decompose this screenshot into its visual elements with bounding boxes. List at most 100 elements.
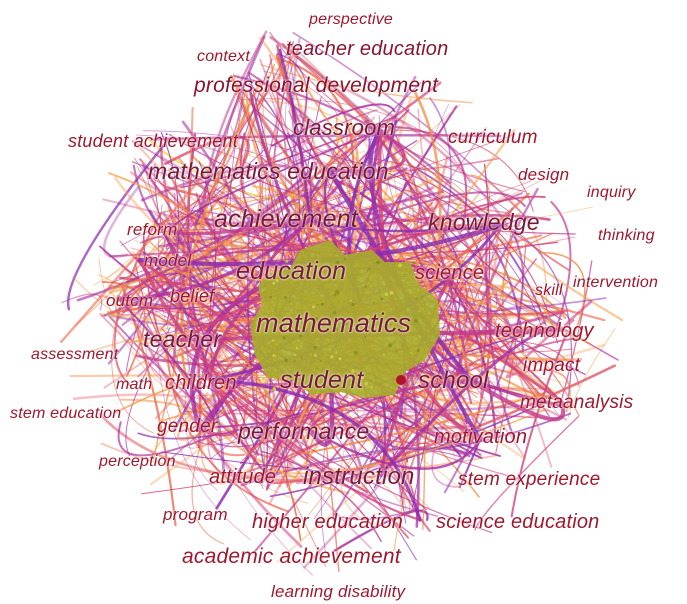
term-science-education: science education (436, 511, 600, 533)
core-speckle (282, 378, 286, 382)
core-speckle (272, 281, 276, 285)
core-speckle (366, 314, 370, 319)
network-edge (286, 132, 313, 221)
network-edge (437, 283, 606, 322)
core-speckle (384, 292, 389, 297)
core-speckle (335, 351, 338, 354)
network-edge (501, 222, 573, 408)
network-edge (559, 260, 593, 405)
term-instruction: instruction (303, 463, 415, 490)
network-edge (119, 240, 512, 478)
network-edge (281, 42, 570, 272)
core-speckle (384, 325, 388, 329)
term-professional-development: professional development (194, 74, 439, 97)
core-speckle (286, 326, 290, 329)
network-edge (266, 409, 545, 474)
network-edge (232, 72, 357, 227)
core-speckle (286, 330, 288, 333)
term-classroom: classroom (293, 115, 396, 140)
term-intervention: intervention (573, 274, 659, 291)
core-speckle (370, 385, 373, 389)
core-speckle (290, 309, 292, 312)
network-edge-accent (208, 378, 422, 522)
network-edge (209, 371, 246, 457)
core-speckle (398, 263, 402, 268)
core-speckle (275, 278, 279, 282)
core-speckle (334, 327, 339, 332)
network-edge (402, 283, 556, 337)
network-edge (263, 70, 340, 118)
core-speckle (288, 300, 291, 303)
network-edge (510, 332, 568, 518)
core-speckle (421, 376, 425, 379)
core-speckle (416, 349, 420, 352)
term-motivation: motivation (434, 426, 528, 448)
network-edge (100, 442, 500, 478)
term-attitude: attitude (209, 466, 277, 488)
network-edge (271, 66, 311, 101)
core-speckle (269, 295, 273, 299)
network-edge (489, 240, 525, 353)
network-edge (403, 211, 468, 389)
term-achievement: achievement (214, 205, 358, 233)
network-edge (111, 218, 268, 290)
term-thinking: thinking (598, 227, 655, 244)
hub-node (396, 375, 406, 385)
network-edge (538, 251, 586, 339)
network-edge (137, 166, 327, 567)
network-edge (60, 51, 297, 343)
core-speckle (404, 385, 406, 388)
core-speckle (363, 320, 366, 323)
term-knowledge: knowledge (428, 209, 540, 235)
core-speckle (329, 355, 334, 359)
term-stem-experience: stem experience (458, 469, 601, 490)
network-edge (364, 120, 470, 385)
network-edge (108, 225, 496, 258)
core-speckle (338, 357, 342, 361)
term-student: student (280, 366, 364, 394)
term-curriculum: curriculum (448, 127, 538, 148)
network-edge (368, 157, 516, 218)
network-edge (364, 129, 534, 212)
core-speckle (313, 353, 317, 357)
core-speckle (395, 350, 398, 353)
core-speckle (332, 310, 337, 315)
term-school: school (418, 367, 489, 394)
network-edge (220, 380, 373, 550)
term-higher-education: higher education (252, 511, 404, 533)
term-education: education (236, 257, 347, 285)
network-edge (382, 373, 428, 473)
network-edge-accent (198, 378, 238, 437)
network-edge (491, 229, 502, 276)
network-edge (161, 451, 361, 476)
core-speckle (366, 269, 369, 272)
core-speckle (404, 363, 406, 365)
network-edge (111, 287, 155, 434)
network-edge-accent (458, 438, 482, 488)
network-edge (117, 421, 219, 457)
network-edge (139, 341, 415, 537)
core-speckle (414, 319, 418, 323)
network-edge-accent (118, 218, 312, 302)
network-edge (512, 369, 571, 413)
term-teacher-education: teacher education (286, 38, 449, 60)
core-speckle (389, 323, 392, 326)
term-outcm: outcm (106, 291, 154, 310)
term-design: design (518, 165, 570, 184)
network-edge (550, 200, 572, 339)
core-speckle (318, 345, 320, 347)
network-edge (341, 508, 417, 521)
core-speckle (320, 360, 323, 363)
core-speckle (262, 377, 265, 380)
term-mathematics: mathematics (256, 308, 412, 338)
network-edge (108, 315, 257, 455)
network-edge (150, 134, 502, 141)
network-edge (485, 217, 516, 440)
network-edge (345, 416, 420, 516)
core-speckle (271, 339, 275, 342)
core-speckle (415, 297, 418, 300)
term-teacher: teacher (143, 326, 222, 352)
network-edge-accent (278, 48, 312, 222)
core-speckle (262, 290, 264, 292)
